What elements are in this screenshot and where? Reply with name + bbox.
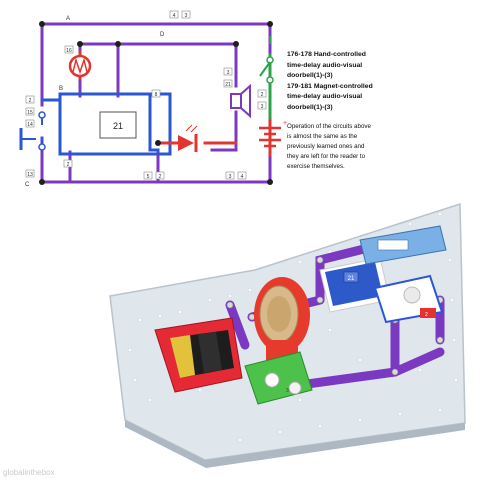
pin-label: 2 [159,174,162,180]
lamp-symbol [68,54,92,78]
pin-label: 2 [29,98,32,104]
battery-holder [154,317,243,393]
blue-timer-module [319,257,391,313]
blue-module-outline [58,92,172,156]
photo-module-label: 21 [348,276,355,282]
pin-label: 13 [27,172,33,178]
svg-text:+: + [283,120,287,127]
body-line: previously learned ones and [287,142,365,150]
body-line: is almost the same as the [287,132,358,140]
pin-labels: 4 3 16 2 15 14 2 5 2 3 4 3 21 2 3 13 8 [27,13,263,180]
pin-label: 16 [66,48,72,54]
kit-photo: 21 3 2 [109,202,466,468]
circuit-description: 176-178 Hand-controlled time-delay audio… [287,50,477,172]
description-body: Operation of the circuits above is almos… [287,122,477,172]
node-label-d: D [160,32,165,38]
input-switch-symbol [19,111,46,151]
pin-label: 8 [155,92,158,98]
pin-label: 5 [147,174,150,180]
body-line: Operation of the circuits above [287,122,371,130]
speaker-component [254,277,310,360]
pin-label: 4 [173,13,176,19]
pin-label-boxes [25,10,267,180]
pin-label: 21 [225,82,231,88]
title-line: doorbell(1)-(3) [287,103,333,111]
blue-wire-bridge [40,94,160,152]
node-label-a: A [66,16,70,22]
pin-label: 4 [241,174,244,180]
junction-dots [39,21,273,185]
board-peg-holes [127,211,459,443]
node-label-b: B [59,86,63,92]
title-line: doorbell(1)-(3) [287,72,333,80]
photo-led-pin: 2 [425,312,428,318]
battery-symbol: + [259,120,287,148]
purple-wire-speaker-tail [210,110,238,152]
purple-wire-lamp-branch [78,42,238,98]
pin-label: 3 [227,70,230,76]
node-label-c: C [25,182,30,188]
pin-label: 3 [185,13,188,19]
title-line: 176-178 Hand-controlled [287,51,366,58]
module-21-label: 21 [113,121,123,131]
blue-connector-bar [359,225,447,265]
title-line: 179-181 Magnet-controlled [287,82,373,90]
title-line: time-delay audio-visual [287,61,363,69]
press-switch-symbol [259,36,274,84]
description-title: 176-178 Hand-controlled time-delay audio… [287,50,477,114]
white-led-module [373,274,444,324]
pin-label: 3 [229,174,232,180]
speaker-symbol [230,83,251,119]
green-press-switch [244,351,313,405]
pin-label: 3 [261,104,264,110]
pin-label: 15 [27,110,33,116]
pin-label: 2 [261,92,264,98]
body-line: they are left for the reader to [287,152,366,160]
module-21-symbol [99,111,137,139]
pin-label: 2 [67,162,70,168]
led-diode-symbol [178,124,198,152]
title-line: time-delay audio-visual [287,93,363,101]
photo-switch-pin: 3 [286,388,289,394]
watermark: globalinthebox [3,468,55,477]
body-line: exercise themselves. [287,162,345,170]
pin-label: 14 [27,122,33,128]
